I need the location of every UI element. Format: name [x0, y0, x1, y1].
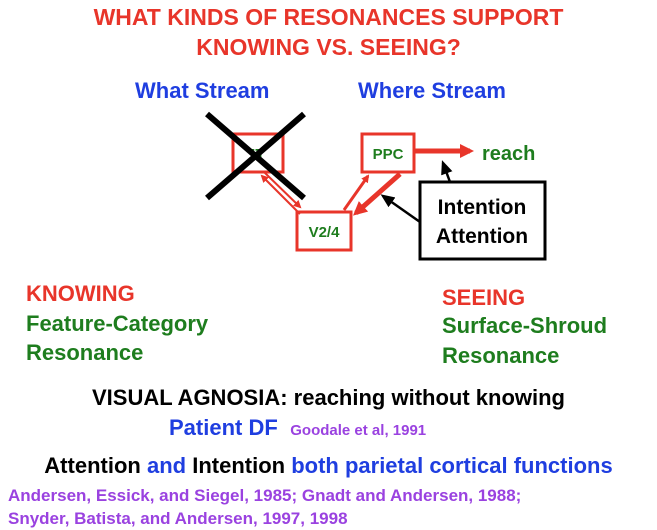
- title-line-2: KNOWING VS. SEEING?: [196, 34, 461, 60]
- functions-line: Attention and Intention both parietal co…: [0, 455, 657, 477]
- ppc-area: PPC: [360, 132, 416, 174]
- arrow-it-to-v24: [263, 171, 302, 209]
- visual-agnosia-line: VISUAL AGNOSIA: reaching without knowing: [91, 385, 565, 410]
- functions-and: and: [146, 453, 187, 478]
- resonance-diagram: IT PPC V2/4 reach Intention Attention: [205, 111, 547, 261]
- where-stream-label: Where Stream: [358, 78, 506, 103]
- arrow-control-to-reach: [441, 160, 453, 183]
- seeing-heading: SEEING: [442, 285, 526, 310]
- intention-attention-box: [418, 180, 547, 261]
- seeing-line-1: Surface-Shroud: [442, 313, 608, 338]
- cross-out-x: [205, 111, 306, 201]
- knowing-line-2: Resonance: [26, 340, 144, 365]
- intention-attention-area: Intention Attention: [418, 180, 547, 261]
- reach-label: reach: [482, 143, 535, 165]
- reference-line-2: Snyder, Batista, and Andersen, 1997, 199…: [8, 509, 348, 528]
- arrow-control-to-v24-ppc: [380, 194, 421, 224]
- seeing-line-2: Resonance: [442, 343, 560, 368]
- functions-attention: Attention: [44, 453, 141, 478]
- patient-label: Patient DF: [169, 415, 278, 440]
- v24-area: V2/4: [295, 210, 353, 252]
- functions-intention: Intention: [192, 453, 286, 478]
- knowing-line-1: Feature-Category: [26, 311, 209, 336]
- knowing-heading: KNOWING: [26, 281, 135, 306]
- title-line-1: WHAT KINDS OF RESONANCES SUPPORT: [93, 4, 564, 30]
- reference-line-1: Andersen, Essick, and Siegel, 1985; Gnad…: [8, 486, 522, 505]
- arrow-v24-to-ppc: [342, 174, 370, 211]
- v24-box: [295, 210, 353, 252]
- intention-label: Intention: [438, 196, 527, 219]
- functions-rest: both parietal cortical functions: [291, 453, 613, 478]
- patient-line: Patient DF Goodale et al, 1991: [169, 417, 426, 439]
- attention-label: Attention: [436, 225, 528, 248]
- arrow-ppc-to-v24: [353, 172, 402, 216]
- what-stream-label: What Stream: [135, 78, 270, 103]
- ppc-box-label: PPC: [373, 146, 404, 163]
- v24-box-label: V2/4: [309, 224, 341, 241]
- patient-reference: Goodale et al, 1991: [290, 422, 427, 439]
